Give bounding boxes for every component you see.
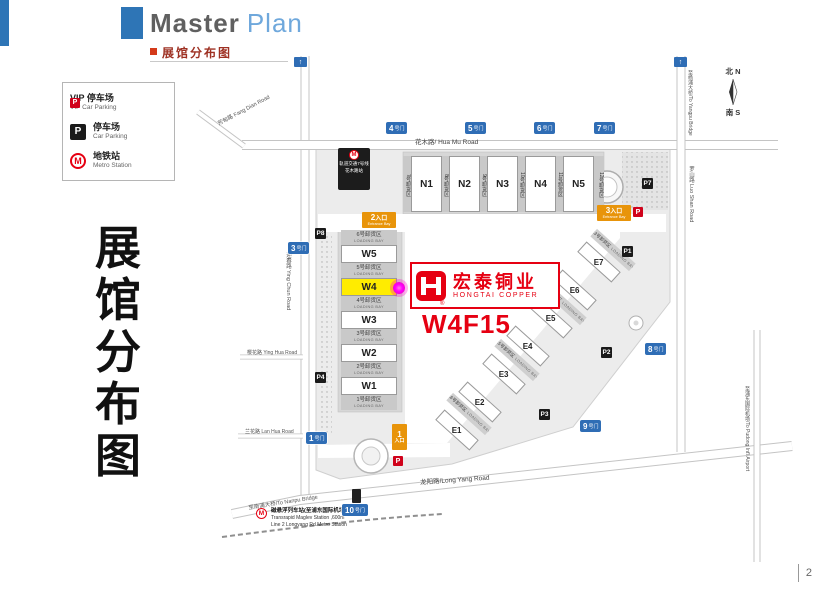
exhibitor-name-cn: 宏泰铜业 [453,272,537,292]
hall-N3: N3 [487,156,518,212]
road-label-luoshan: 罗山路 Luo Shan Road [688,166,694,223]
hongtai-logo-icon [416,270,446,301]
parking-P4: P4 [315,372,326,383]
vertical-title-char: 布 [95,378,141,430]
hall-W4-highlighted: W4 [341,278,397,296]
corner-accent-bar [0,0,9,46]
loading-bay-12: 12号卸货区 [594,156,604,212]
metro-icon: M [70,152,86,169]
road-label-yinghua: 樱花路 Ying Hua Road [247,350,298,356]
booth-number: W4F15 [422,309,511,339]
legend-label-en: Car Parking [93,133,128,140]
vip-parking-icon: P [70,97,80,108]
maglev-note-en: Transrapid Maglev Station ,600m [271,515,345,521]
legend-label-en: Metro Station [93,162,132,169]
compass: 北 N 南 S [725,67,741,117]
road-direction-sign: ↑ [674,57,687,67]
parking-P8: P8 [315,228,326,239]
hall-N1: N1 [411,156,442,212]
hall-N4: N4 [525,156,556,212]
hall-W5: W5 [341,245,397,263]
loading-bay-8: 8号卸货区 [442,156,449,212]
exhibitor-name-en: HONGTAI COPPER [453,292,539,299]
header-divider [150,61,288,62]
metro-icon: M [349,150,359,160]
legend-label-cn: 停车场 [93,122,121,132]
parking-P7: P7 [642,178,653,189]
loading-bay-9: 9号卸货区 [480,156,487,212]
legend-label-en: VIP Car Parking [70,104,117,111]
maglev-note-cn: 磁悬浮列车站(至浦东国际机场) 600M [271,508,362,514]
hall-N2: N2 [449,156,480,212]
road-label-lanhua: 兰花路 Lan Hua Road [245,429,294,435]
metro-station-longyang: M 磁悬浮列车站(至浦东国际机场) 600M Transrapid Maglev… [256,508,361,529]
loading-bay-11: 11号卸货区 [556,156,563,212]
road-label-airport: 至浦东国际机场/To Pudong Int'l Airport [744,386,750,472]
loading-bay-7: 7号卸货区 [403,156,411,212]
vip-parking-flag: P [393,456,403,466]
hall-W2: W2 [341,344,397,362]
booth-location-marker [393,282,405,294]
road-label-yangpu: 至杨浦大桥/To Yangpu Bridge [687,70,693,136]
title-accent-square [121,7,143,39]
legend-label-cn: VIP 停车场 [70,93,114,103]
vertical-title-char: 馆 [95,274,141,326]
registered-mark: ® [440,301,445,307]
hall-W1: W1 [341,377,397,395]
metro-note-en: Line 2 Longyang Rd.Metro Station [271,522,347,528]
metro-station-huamu: M 轨道交通7号线 花木路站 [338,148,370,190]
compass-needle-icon [729,79,738,105]
compass-south: 南 [725,108,734,117]
legend-label-cn: 地铁站 [93,151,121,161]
metro-station-label: 花木路站 [345,167,363,173]
metro-icon: M [256,508,267,519]
metro-line-label: 轨道交通7号线 [339,161,369,166]
hall-W3: W3 [341,311,397,329]
vertical-title-char: 图 [95,430,141,482]
parking-P1: P1 [622,246,633,257]
compass-north: 北 [725,67,733,76]
vertical-title: 展 馆 分 布 图 [92,222,144,482]
loading-bay-10: 10号卸货区 [518,156,525,212]
parking-icon: P [70,123,86,140]
road-direction-sign: ↑ [294,57,307,67]
vip-parking-flag: P [633,207,643,217]
page-subtitle: 展馆分布图 [162,46,233,60]
page-number: 2 [797,564,812,582]
entrance-1: 1 入口 [392,424,407,450]
title-plan: Plan [246,8,303,38]
hall-N5: N5 [563,156,594,212]
vertical-title-char: 分 [95,326,141,378]
parking-P3: P3 [539,409,550,420]
road-label-yingchun: 迎春路 Ying Chun Road [285,252,291,311]
vertical-title-char: 展 [95,222,141,274]
road-label-huamu: 花木路/ Hua Mu Road [415,139,479,146]
subtitle-bullet [150,48,157,55]
exhibitor-logo-box: ® 宏泰铜业 HONGTAI COPPER [410,262,560,309]
parking-P2: P2 [601,347,612,358]
title-master: Master [150,8,240,38]
